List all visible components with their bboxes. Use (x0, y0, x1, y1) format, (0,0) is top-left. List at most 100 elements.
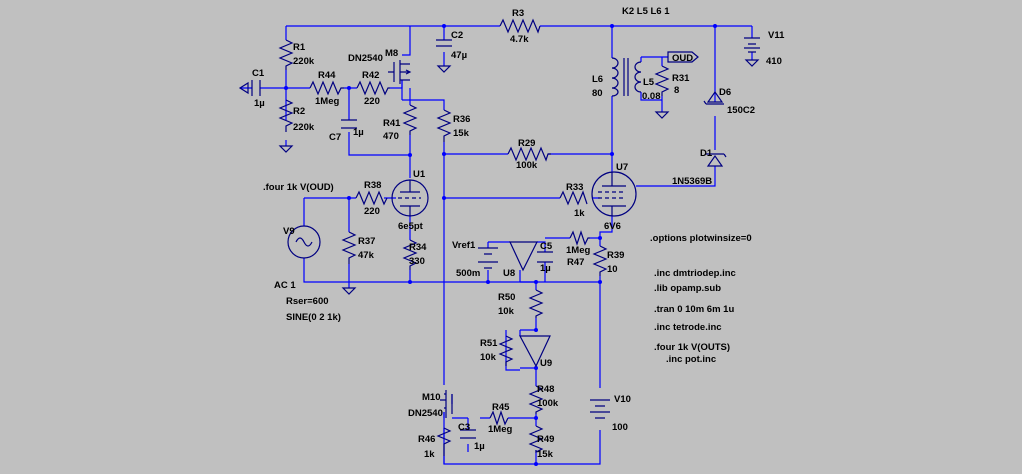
capacitor-c7[interactable] (341, 119, 357, 129)
resistor-r49[interactable] (528, 425, 544, 453)
resistor-r37[interactable] (341, 231, 357, 264)
resistor-r47[interactable] (569, 230, 590, 246)
label-l6-value: 80 (592, 88, 603, 99)
label-oud: OUD (672, 53, 693, 64)
label-v10: V10 (614, 394, 631, 405)
resistor-r31[interactable] (654, 65, 670, 96)
resistor-r48[interactable] (528, 385, 544, 414)
label-u7: U7 (616, 162, 628, 173)
resistor-r36[interactable] (436, 109, 452, 142)
battery-v10[interactable] (590, 399, 610, 419)
zener-diode-d1[interactable] (706, 153, 727, 167)
label-r49-value: 15k (537, 449, 554, 460)
label-r47: R47 (567, 257, 584, 268)
directive-options: .options plotwinsize=0 (650, 233, 752, 244)
label-v9: V9 (283, 226, 295, 237)
capacitor-c2[interactable] (436, 39, 452, 47)
battery-v11[interactable] (744, 37, 760, 53)
resistor-r2[interactable] (278, 99, 294, 132)
ground-icon (278, 145, 294, 153)
resistor-r44[interactable] (309, 80, 344, 96)
label-r29-value: 100k (516, 160, 538, 171)
label-v11: V11 (768, 30, 785, 41)
resistor-r33[interactable] (559, 190, 588, 206)
label-u1-model: 6e5pt (398, 221, 424, 232)
label-c5: C5 (540, 241, 553, 252)
directive-inc-dmtriode: .inc dmtriodep.inc (654, 268, 736, 279)
oud-port-icon (667, 51, 699, 63)
input-port-icon (238, 81, 249, 95)
resistor-r38[interactable] (355, 190, 388, 206)
directive-inc-tetrode: .inc tetrode.inc (654, 322, 722, 333)
directive-lib-opamp: .lib opamp.sub (654, 283, 721, 294)
resistor-r46[interactable] (436, 427, 452, 456)
label-r1-value: 220k (293, 56, 315, 67)
label-c3: C3 (458, 422, 470, 433)
label-r41-value: 470 (383, 131, 399, 142)
resistor-r29[interactable] (507, 146, 551, 162)
label-r31: R31 (672, 73, 690, 84)
opamp-u9[interactable] (519, 335, 551, 368)
resistor-r51[interactable] (498, 335, 514, 366)
label-r48: R48 (537, 384, 554, 395)
label-r42: R42 (362, 70, 379, 81)
resistor-r42[interactable] (356, 80, 390, 96)
capacitor-c1[interactable] (251, 80, 261, 96)
mosfet-m8[interactable] (388, 60, 412, 84)
resistor-r39[interactable] (592, 245, 608, 276)
inductor-l6[interactable] (611, 57, 619, 97)
mosfet-m10[interactable] (440, 390, 453, 418)
label-m8: M8 (385, 48, 398, 59)
resistor-r41[interactable] (402, 104, 418, 135)
label-r39-value: 10 (607, 264, 618, 275)
label-r49: R49 (537, 434, 554, 445)
label-r46: R46 (418, 434, 435, 445)
capacitor-c3[interactable] (460, 429, 476, 439)
label-l6: L6 (592, 74, 603, 85)
label-c2: C2 (451, 30, 463, 41)
ground-icon (436, 65, 452, 73)
label-r44: R44 (318, 70, 336, 81)
label-r36-value: 15k (453, 128, 470, 139)
resistor-r50[interactable] (528, 289, 544, 318)
capacitor-c5[interactable] (537, 251, 553, 263)
label-r38: R38 (364, 180, 381, 191)
label-r44-value: 1Meg (315, 96, 339, 107)
opamp-u8[interactable] (509, 241, 538, 272)
resistor-r1[interactable] (278, 39, 294, 70)
label-vref1: Vref1 (452, 240, 476, 251)
resistor-r3[interactable] (499, 18, 541, 34)
directive-four-outs: .four 1k V(OUTS) (654, 342, 730, 353)
resistor-r34[interactable] (402, 239, 418, 270)
label-u7-model: 6V6 (604, 221, 621, 232)
resistor-r45[interactable] (489, 410, 509, 426)
zener-diode-d6[interactable] (703, 90, 724, 105)
directive-four-oud: .four 1k V(OUD) (263, 182, 334, 193)
label-r31-value: 8 (674, 85, 679, 96)
label-r34-value: 330 (409, 256, 425, 267)
label-r42-value: 220 (364, 96, 380, 107)
label-r2-value: 220k (293, 122, 315, 133)
tetrode-u7[interactable] (591, 171, 637, 217)
label-c7: C7 (329, 132, 341, 143)
label-r2: R2 (293, 106, 305, 117)
label-m10: M10 (422, 392, 440, 403)
inductor-l5[interactable] (634, 61, 642, 93)
triode-u1[interactable] (391, 179, 429, 217)
label-r29: R29 (518, 138, 535, 149)
sine-source-v9[interactable] (287, 225, 321, 259)
battery-vref1[interactable] (478, 247, 498, 269)
ground-icon (654, 111, 670, 119)
label-m10-model: DN2540 (408, 408, 443, 419)
label-u9: U9 (540, 358, 552, 369)
label-c3-value: 1µ (474, 441, 485, 452)
label-d6: D6 (719, 87, 731, 98)
label-c2-value: 47µ (451, 50, 467, 61)
label-k2: K2 L5 L6 1 (622, 6, 670, 17)
ground-icon (744, 59, 760, 67)
label-u8: U8 (503, 268, 515, 279)
label-r36: R36 (453, 114, 470, 125)
label-r3-value: 4.7k (510, 34, 529, 45)
label-r47-value: 1Meg (566, 245, 590, 256)
label-c5-value: 1µ (540, 263, 551, 274)
